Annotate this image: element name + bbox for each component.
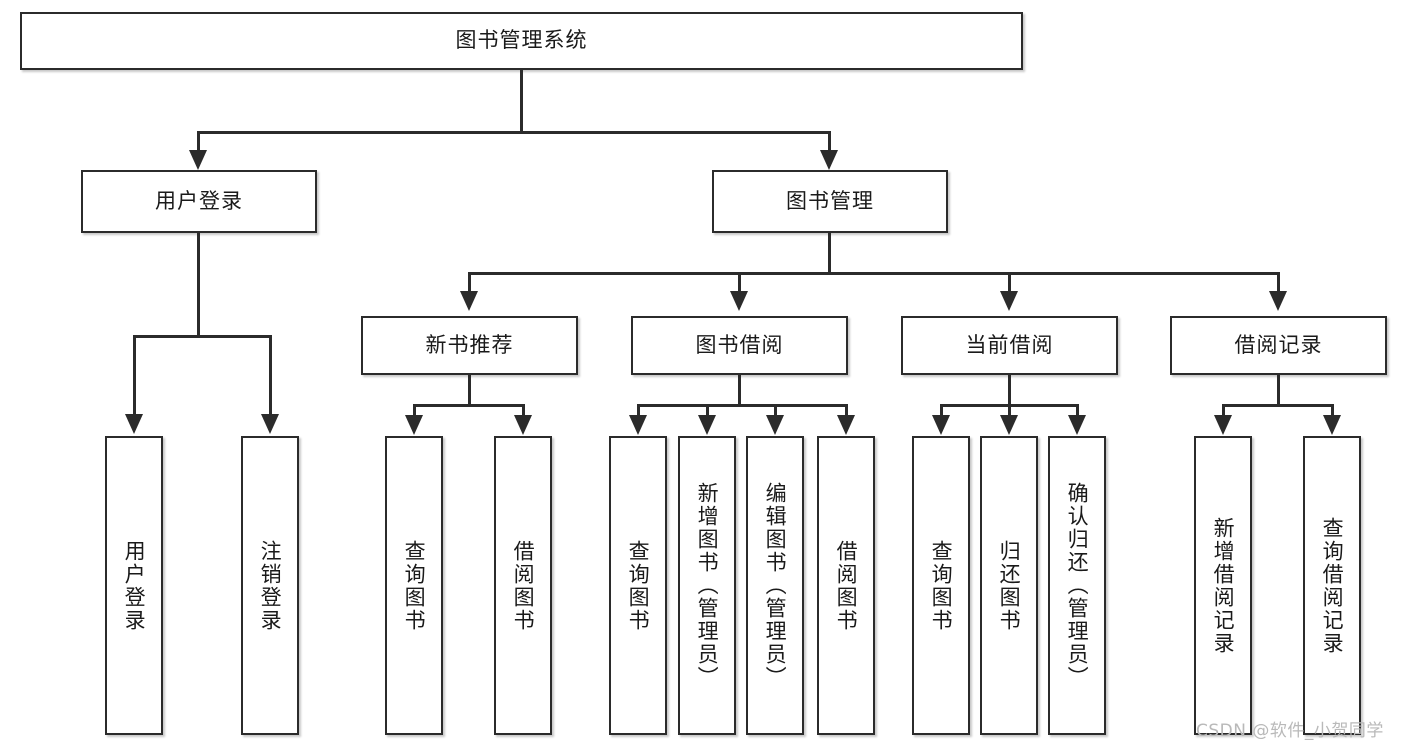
connector-to-current-borrow	[1008, 272, 1011, 294]
node-label: 借阅记录	[1234, 332, 1323, 357]
arrowhead-leaf-add-book	[698, 415, 716, 435]
connector-current-borrow-trunk	[1008, 375, 1011, 406]
csdn-watermark: CSDN @软件_小贺同学	[1196, 721, 1384, 741]
node-label: 编辑图书（管理员）	[763, 482, 788, 689]
node-label: 用户登录	[122, 539, 147, 632]
node-label: 查询图书	[929, 539, 954, 632]
connector-new-book-recommend-trunk	[468, 375, 471, 406]
connector-book-borrow-trunk	[738, 375, 741, 406]
node-leaf-query-book-2[interactable]: 查询图书	[609, 436, 667, 735]
arrowhead-current-borrow	[1000, 291, 1018, 311]
connector-to-new-book-recommend	[468, 272, 471, 294]
node-label: 当前借阅	[965, 332, 1054, 357]
node-label: 查询图书	[626, 539, 651, 632]
arrowhead-leaf-borrow-book-1	[514, 415, 532, 435]
arrowhead-new-book-recommend	[460, 291, 478, 311]
connector-user-login-left-drop	[133, 335, 136, 416]
connector-bb-drop-1	[637, 404, 640, 417]
node-leaf-edit-book[interactable]: 编辑图书（管理员）	[746, 436, 804, 735]
arrowhead-leaf-confirm-return	[1068, 415, 1086, 435]
node-leaf-return-book[interactable]: 归还图书	[980, 436, 1038, 735]
arrowhead-leaf-query-book-3	[932, 415, 950, 435]
connector-user-login-right-drop	[269, 335, 272, 416]
arrowhead-book-borrow	[730, 291, 748, 311]
node-leaf-add-book[interactable]: 新增图书（管理员）	[678, 436, 736, 735]
connector-root-trunk	[520, 70, 523, 133]
node-label: 图书管理系统	[455, 28, 588, 53]
node-label: 借阅图书	[834, 539, 859, 632]
connector-book-management-trunk	[828, 233, 831, 274]
arrowhead-leaf-query-book-2	[629, 415, 647, 435]
node-label: 新增借阅记录	[1211, 516, 1236, 655]
node-label: 确认归还（管理员）	[1065, 482, 1090, 689]
connector-user-login-bar	[133, 335, 272, 338]
node-user-login[interactable]: 用户登录	[81, 170, 317, 233]
connector-to-borrow-record	[1277, 272, 1280, 294]
node-label: 借阅图书	[511, 539, 536, 632]
node-label: 用户登录	[155, 188, 243, 213]
node-label: 图书管理	[786, 188, 874, 213]
arrowhead-leaf-add-borrow-record	[1214, 415, 1232, 435]
node-leaf-query-book-1[interactable]: 查询图书	[385, 436, 443, 735]
node-leaf-logout-login[interactable]: 注销登录	[241, 436, 299, 735]
arrowhead-leaf-borrow-book-2	[837, 415, 855, 435]
connector-user-login-trunk	[197, 233, 200, 337]
connector-br-drop-1	[1222, 404, 1225, 417]
connector-cb-drop-1	[940, 404, 943, 417]
node-leaf-query-book-3[interactable]: 查询图书	[912, 436, 970, 735]
node-label: 新增图书（管理员）	[695, 482, 720, 689]
node-leaf-borrow-book-1[interactable]: 借阅图书	[494, 436, 552, 735]
node-new-book-recommend[interactable]: 新书推荐	[361, 316, 578, 375]
arrowhead-leaf-edit-book	[766, 415, 784, 435]
node-label: 归还图书	[997, 539, 1022, 632]
connector-book-borrow-bar	[637, 404, 848, 407]
connector-cb-drop-2	[1008, 404, 1011, 417]
connector-borrow-record-trunk	[1277, 375, 1280, 406]
connector-bb-drop-4	[845, 404, 848, 417]
connector-book-management-bar	[468, 272, 1280, 275]
connector-root-bar	[197, 131, 830, 134]
connector-nbr-drop-1	[413, 404, 416, 417]
arrowhead-leaf-logout-login	[261, 414, 279, 434]
connector-nbr-drop-2	[522, 404, 525, 417]
arrowhead-user-login	[189, 150, 207, 170]
connector-cb-drop-3	[1076, 404, 1079, 417]
node-borrow-record[interactable]: 借阅记录	[1170, 316, 1387, 375]
arrowhead-leaf-user-login	[125, 414, 143, 434]
node-leaf-query-borrow-record[interactable]: 查询借阅记录	[1303, 436, 1361, 735]
node-label: 新书推荐	[425, 332, 514, 357]
node-book-borrow[interactable]: 图书借阅	[631, 316, 848, 375]
arrowhead-borrow-record	[1269, 291, 1287, 311]
node-leaf-borrow-book-2[interactable]: 借阅图书	[817, 436, 875, 735]
node-label: 查询借阅记录	[1320, 516, 1345, 655]
arrowhead-leaf-query-borrow-record	[1323, 415, 1341, 435]
node-book-management[interactable]: 图书管理	[712, 170, 948, 233]
node-leaf-confirm-return[interactable]: 确认归还（管理员）	[1048, 436, 1106, 735]
connector-to-book-borrow	[738, 272, 741, 294]
arrowhead-book-management	[820, 150, 838, 170]
node-label: 查询图书	[402, 539, 427, 632]
connector-bb-drop-2	[706, 404, 709, 417]
node-current-borrow[interactable]: 当前借阅	[901, 316, 1118, 375]
connector-bb-drop-3	[774, 404, 777, 417]
arrowhead-leaf-query-book-1	[405, 415, 423, 435]
node-root-book-management-system[interactable]: 图书管理系统	[20, 12, 1023, 70]
node-label: 图书借阅	[695, 332, 784, 357]
node-leaf-add-borrow-record[interactable]: 新增借阅记录	[1194, 436, 1252, 735]
connector-root-to-user-login	[197, 131, 200, 153]
connector-br-drop-2	[1331, 404, 1334, 417]
connector-borrow-record-bar	[1222, 404, 1334, 407]
node-label: 注销登录	[258, 539, 283, 632]
node-leaf-user-login[interactable]: 用户登录	[105, 436, 163, 735]
connector-new-book-recommend-bar	[413, 404, 525, 407]
connector-root-to-book-management	[828, 131, 831, 153]
arrowhead-leaf-return-book	[1000, 415, 1018, 435]
